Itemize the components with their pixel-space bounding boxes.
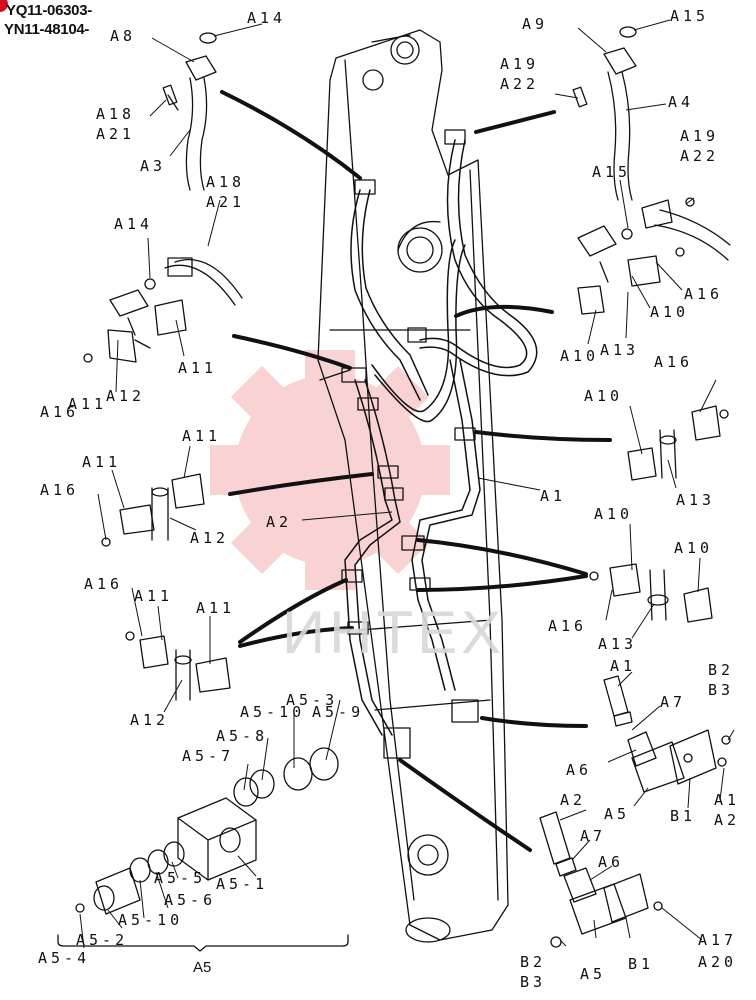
label-a5-6: A5-6 <box>164 891 217 909</box>
label-a21-mid-left: A21 <box>206 193 246 211</box>
group-label-a5: A5 <box>193 959 212 976</box>
label-b3-right-5: B3 <box>520 973 547 991</box>
label-a11-left-2: A11 <box>182 427 222 445</box>
label-a10-right-2: A10 <box>584 387 624 405</box>
label-a2-mid: A2 <box>266 513 293 531</box>
label-a14-mid-left: A14 <box>114 215 154 233</box>
label-a5-10b: A5-10 <box>118 911 184 929</box>
label-a5-9: A5-9 <box>312 703 365 721</box>
label-b2-right-4: B2 <box>708 661 735 679</box>
boom-outline <box>317 29 509 943</box>
label-a12-left-2: A12 <box>190 529 230 547</box>
label-a5-10: A5-10 <box>240 703 306 721</box>
callout-leaders-bold <box>220 90 612 852</box>
watermark-text: ИНТЕХ <box>282 599 506 666</box>
label-b3-right-4: B3 <box>708 681 735 699</box>
valve-assembly-right-upper <box>603 675 731 793</box>
label-a8: A8 <box>110 27 137 45</box>
label-a11-mid-left: A11 <box>178 359 218 377</box>
label-a6-right-4: A6 <box>566 761 593 779</box>
label-b1-right-4: B1 <box>670 807 697 825</box>
label-a16-right-3: A16 <box>548 617 588 635</box>
bracket-assembly-right-3 <box>589 563 713 623</box>
serial-number-1: YQ11-06303- <box>6 2 92 19</box>
label-a5-1: A5-1 <box>216 875 269 893</box>
hose-run-a1 <box>350 139 538 691</box>
label-a7-right-5: A7 <box>580 827 607 845</box>
label-a7-right-4: A7 <box>660 693 687 711</box>
label-a16-left-2: A16 <box>40 481 80 499</box>
label-a1-mid: A1 <box>540 487 567 505</box>
label-a18-top-left: A18 <box>96 105 136 123</box>
label-a19-top-right: A19 <box>500 55 540 73</box>
bracket-assembly-left-1 <box>83 257 243 363</box>
label-a4: A4 <box>668 93 695 111</box>
group-bracket-a5 <box>57 934 349 952</box>
label-a13-right-3: A13 <box>598 635 638 653</box>
label-a10b-right-3: A10 <box>674 539 714 557</box>
fitting-top-left <box>162 32 217 191</box>
label-a14-top-left: A14 <box>247 9 287 27</box>
label-a11b-left-3: A11 <box>196 599 236 617</box>
label-a11-left-3: A11 <box>134 587 174 605</box>
label-b1-right-5: B1 <box>628 955 655 973</box>
label-a5-4: A5-4 <box>38 949 91 967</box>
label-b2-right-5: B2 <box>520 953 547 971</box>
label-a15-top-right: A15 <box>670 7 710 25</box>
label-a10b-mid-right: A10 <box>560 347 600 365</box>
label-a10-mid-right: A10 <box>650 303 690 321</box>
watermark-gear-icon <box>210 350 450 590</box>
label-a5-2: A5-2 <box>76 931 129 949</box>
bracket-assembly-right-2 <box>627 405 729 481</box>
label-a18-mid-left: A18 <box>206 173 246 191</box>
label-a5-5: A5-5 <box>154 869 207 887</box>
boom-clamps <box>341 129 479 759</box>
label-a9: A9 <box>522 15 549 33</box>
label-a2-right-4: A2 <box>714 811 741 829</box>
label-a22-mid-right: A22 <box>680 147 720 165</box>
label-a19-mid-right: A19 <box>680 127 720 145</box>
label-a1-right-4: A1 <box>610 657 637 675</box>
label-a5-right-5: A5 <box>580 965 607 983</box>
label-a12-left-3: A12 <box>130 711 170 729</box>
label-a5-7: A5-7 <box>182 747 235 765</box>
hose-run-a2 <box>344 239 466 736</box>
label-a20-right-5: A20 <box>698 953 738 971</box>
label-a16-mid-left: A16 <box>40 403 80 421</box>
label-a16-left-3: A16 <box>84 575 124 593</box>
label-a5-right-4: A5 <box>604 805 631 823</box>
bracket-assembly-right-1 <box>577 197 731 315</box>
label-a6-right-5: A6 <box>598 853 625 871</box>
fitting-top-right <box>572 26 637 201</box>
label-a13-right-2: A13 <box>676 491 716 509</box>
label-a11b-left-2: A11 <box>82 453 122 471</box>
corner-red-mark <box>0 0 8 12</box>
label-a16-right-2: A16 <box>654 353 694 371</box>
bracket-assembly-left-3 <box>125 631 231 701</box>
label-a15-mid-right: A15 <box>592 163 632 181</box>
label-a2-right-5: A2 <box>560 791 587 809</box>
label-a13-mid-right: A13 <box>600 341 640 359</box>
bracket-assembly-left-2 <box>101 473 205 547</box>
label-a5-8: A5-8 <box>216 727 269 745</box>
label-a10-right-3: A10 <box>594 505 634 523</box>
label-a3: A3 <box>140 157 167 175</box>
serial-number-2: YN11-48104- <box>4 21 90 38</box>
callout-leaders-thin <box>79 19 735 949</box>
valve-assembly-right-lower <box>539 811 663 948</box>
label-a1b-right-4: A1 <box>714 791 741 809</box>
label-a5-3: A5-3 <box>286 691 339 709</box>
label-a22-top-right: A22 <box>500 75 540 93</box>
label-a12-mid-left: A12 <box>106 387 146 405</box>
label-a16-mid-right: A16 <box>684 285 724 303</box>
label-a17-right-5: A17 <box>698 931 738 949</box>
label-a11b-mid-left: A11 <box>68 395 108 413</box>
label-a21-top-left: A21 <box>96 125 136 143</box>
